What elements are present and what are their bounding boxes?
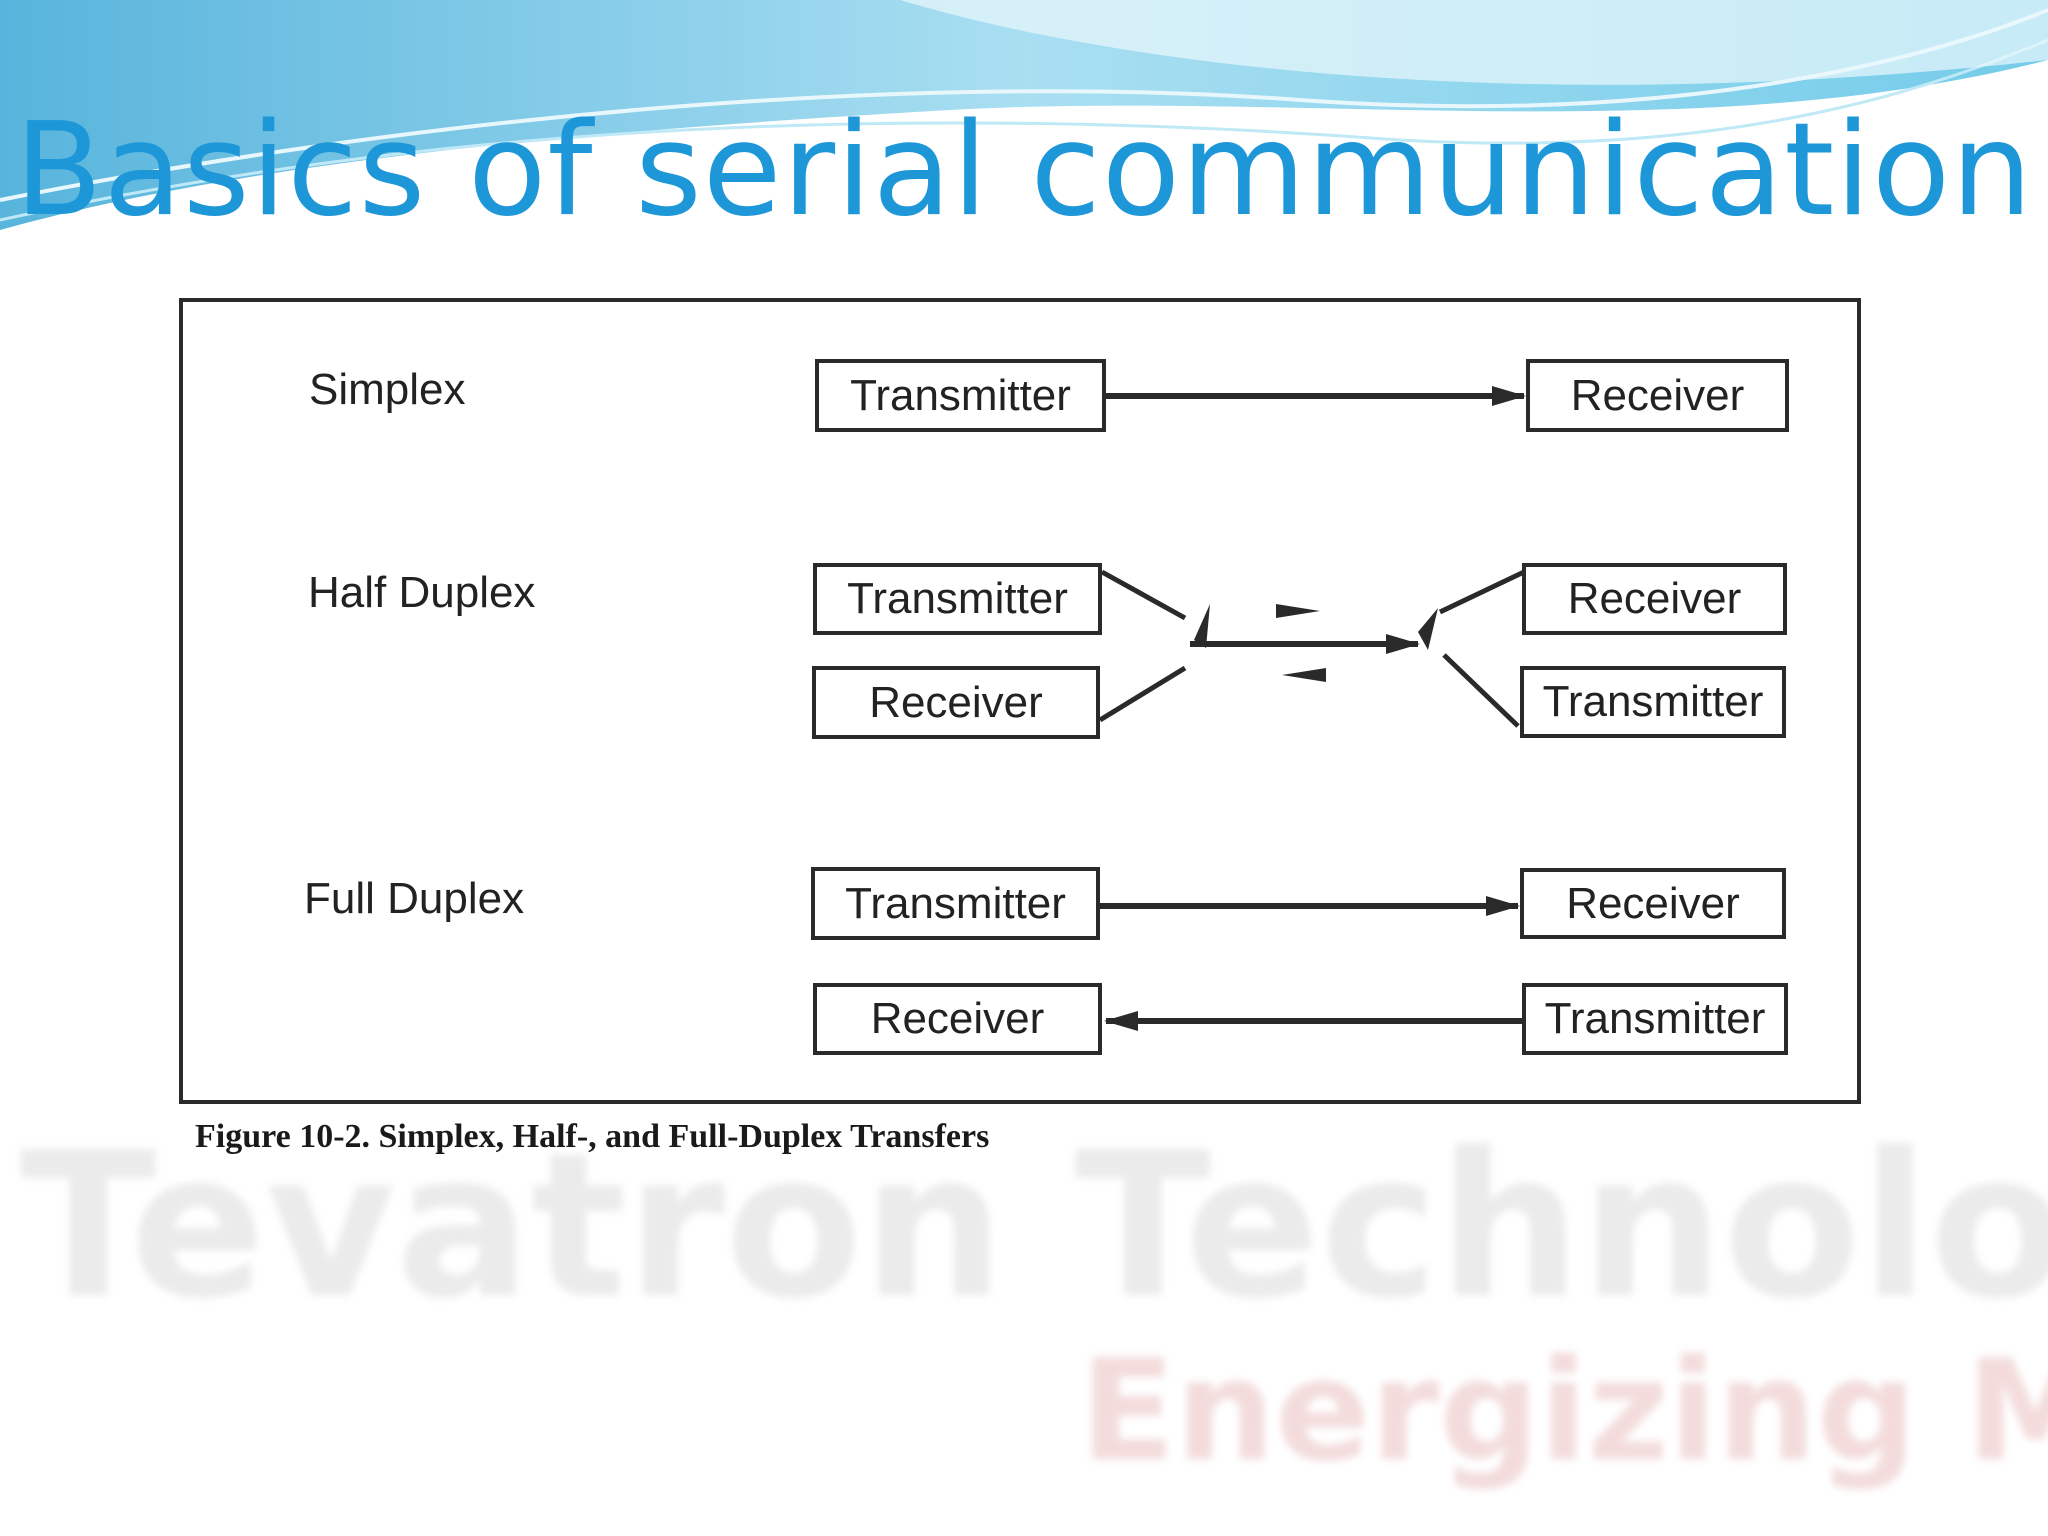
diagram-frame bbox=[179, 298, 1861, 1104]
label-simplex: Simplex bbox=[309, 365, 466, 414]
label-half-duplex: Half Duplex bbox=[308, 568, 536, 617]
full-duplex-left-transmitter-box: Transmitter bbox=[811, 867, 1100, 940]
half-duplex-right-direction-arrow bbox=[1276, 604, 1320, 618]
half-duplex-right-switch-tip bbox=[1418, 608, 1438, 650]
slide-title: Basics of serial communication bbox=[14, 96, 2034, 245]
half-duplex-left-direction-arrow bbox=[1282, 668, 1326, 682]
half-duplex-left-transmitter-box: Transmitter bbox=[813, 563, 1102, 635]
half-duplex-right-transmitter-box: Transmitter bbox=[1520, 666, 1786, 738]
half-duplex-left-switch-tip bbox=[1194, 604, 1210, 648]
half-duplex-right-bottom-line bbox=[1442, 653, 1520, 728]
watermark-company: Tevatron Technologies bbox=[20, 1110, 2048, 1343]
full-duplex-left-receiver-box: Receiver bbox=[813, 983, 1102, 1055]
half-duplex-left-top-line bbox=[1100, 569, 1187, 621]
header-wave-decoration bbox=[0, 0, 2048, 230]
watermark-tagline: Energizing Minds bbox=[1080, 1330, 2048, 1493]
simplex-transmitter-box: Transmitter bbox=[815, 359, 1106, 432]
half-duplex-left-receiver-box: Receiver bbox=[812, 666, 1100, 739]
label-full-duplex: Full Duplex bbox=[304, 874, 525, 923]
full-duplex-right-receiver-box: Receiver bbox=[1520, 868, 1786, 939]
half-duplex-right-top-line bbox=[1438, 569, 1526, 615]
figure-caption: Figure 10-2. Simplex, Half-, and Full-Du… bbox=[195, 1118, 990, 1155]
simplex-receiver-box: Receiver bbox=[1526, 359, 1789, 432]
half-duplex-right-receiver-box: Receiver bbox=[1522, 563, 1787, 635]
half-duplex-left-bottom-line bbox=[1098, 665, 1187, 723]
full-duplex-right-transmitter-box: Transmitter bbox=[1522, 983, 1788, 1055]
